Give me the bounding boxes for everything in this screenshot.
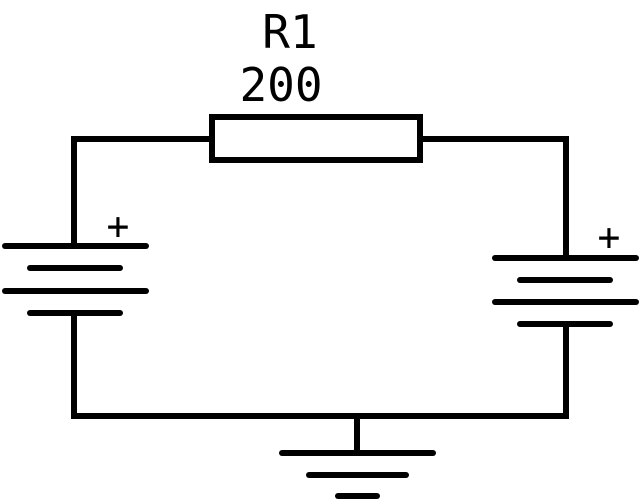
resistor-r1 [209,114,423,163]
resistor-value: 200 [239,58,322,112]
wire-top-left [71,136,212,246]
wire-bottom-loop [71,313,569,419]
battery-left-plus: + [107,204,130,248]
battery-left: + [2,204,149,316]
resistor-designator: R1 [262,5,317,59]
battery-right-plus: + [598,215,621,259]
wire-top-right [420,136,569,258]
battery-right: + [492,215,639,327]
ground-icon [279,416,436,499]
